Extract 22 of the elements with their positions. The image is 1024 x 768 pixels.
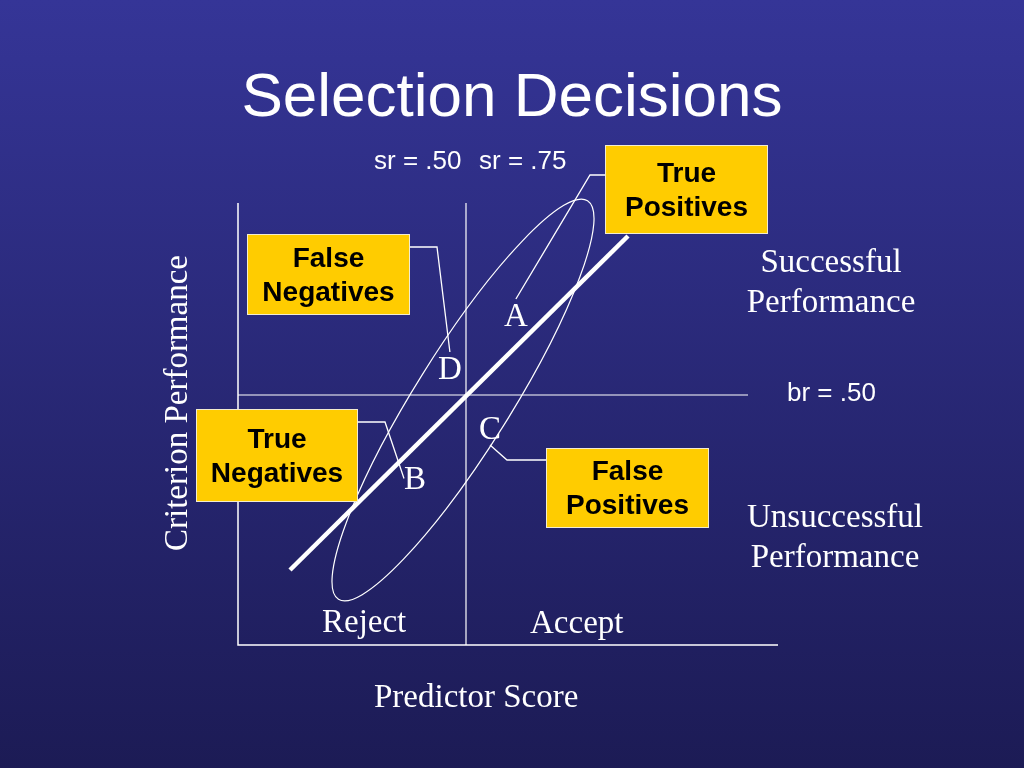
region-letter: A xyxy=(504,299,528,332)
leader-line xyxy=(357,421,405,480)
decision-label: Accept xyxy=(530,603,624,642)
outcome-label: Successful Performance xyxy=(746,242,916,321)
axis-title: Predictor Score xyxy=(374,677,579,716)
outcome-box: True Negatives xyxy=(196,409,358,502)
axis-title: Criterion Performance xyxy=(157,255,195,551)
region-letter: B xyxy=(404,462,426,495)
outcome-box: False Positives xyxy=(546,448,709,528)
region-letter: D xyxy=(438,352,462,385)
region-letter: C xyxy=(479,412,501,445)
leader-line xyxy=(489,444,547,461)
outcome-label: Unsuccessful Performance xyxy=(747,497,923,576)
slide-title: Selection Decisions xyxy=(241,64,783,126)
leader-line xyxy=(409,246,451,353)
outcome-box: True Positives xyxy=(605,145,768,234)
outcome-box: False Negatives xyxy=(247,234,410,315)
selection-ratio-label: sr = .75 xyxy=(479,145,567,176)
leader-line xyxy=(515,174,606,300)
selection-ratio-label: sr = .50 xyxy=(374,145,462,176)
base-rate-label: br = .50 xyxy=(787,377,876,408)
decision-label: Reject xyxy=(322,602,407,641)
